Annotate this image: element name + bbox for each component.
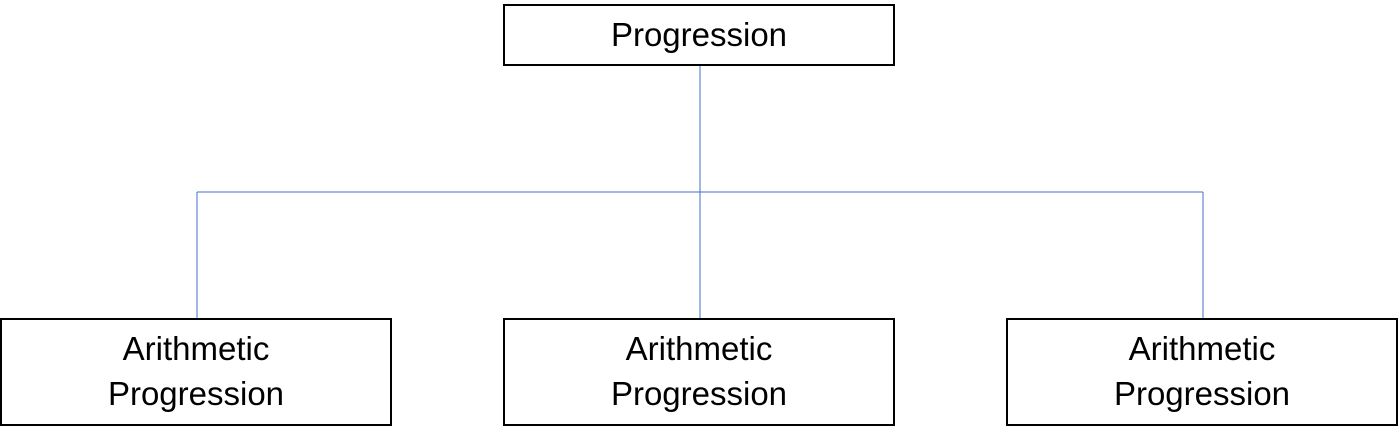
child-node-2-line2: Progression xyxy=(610,375,788,412)
root-node-label: Progression xyxy=(610,15,788,53)
child-node-3: Arithmetic Progression xyxy=(1006,318,1398,426)
child-node-1-line2: Progression xyxy=(107,375,285,412)
child-node-3-line1: Arithmetic xyxy=(1128,330,1276,368)
child-node-1: Arithmetic Progression xyxy=(0,318,392,426)
child-node-2-line1: Arithmetic xyxy=(625,330,773,368)
child-node-3-line2: Progression xyxy=(1113,375,1291,412)
root-node-progression: Progression xyxy=(503,4,895,66)
child-node-1-line1: Arithmetic xyxy=(122,330,270,368)
child-node-2: Arithmetic Progression xyxy=(503,318,895,426)
